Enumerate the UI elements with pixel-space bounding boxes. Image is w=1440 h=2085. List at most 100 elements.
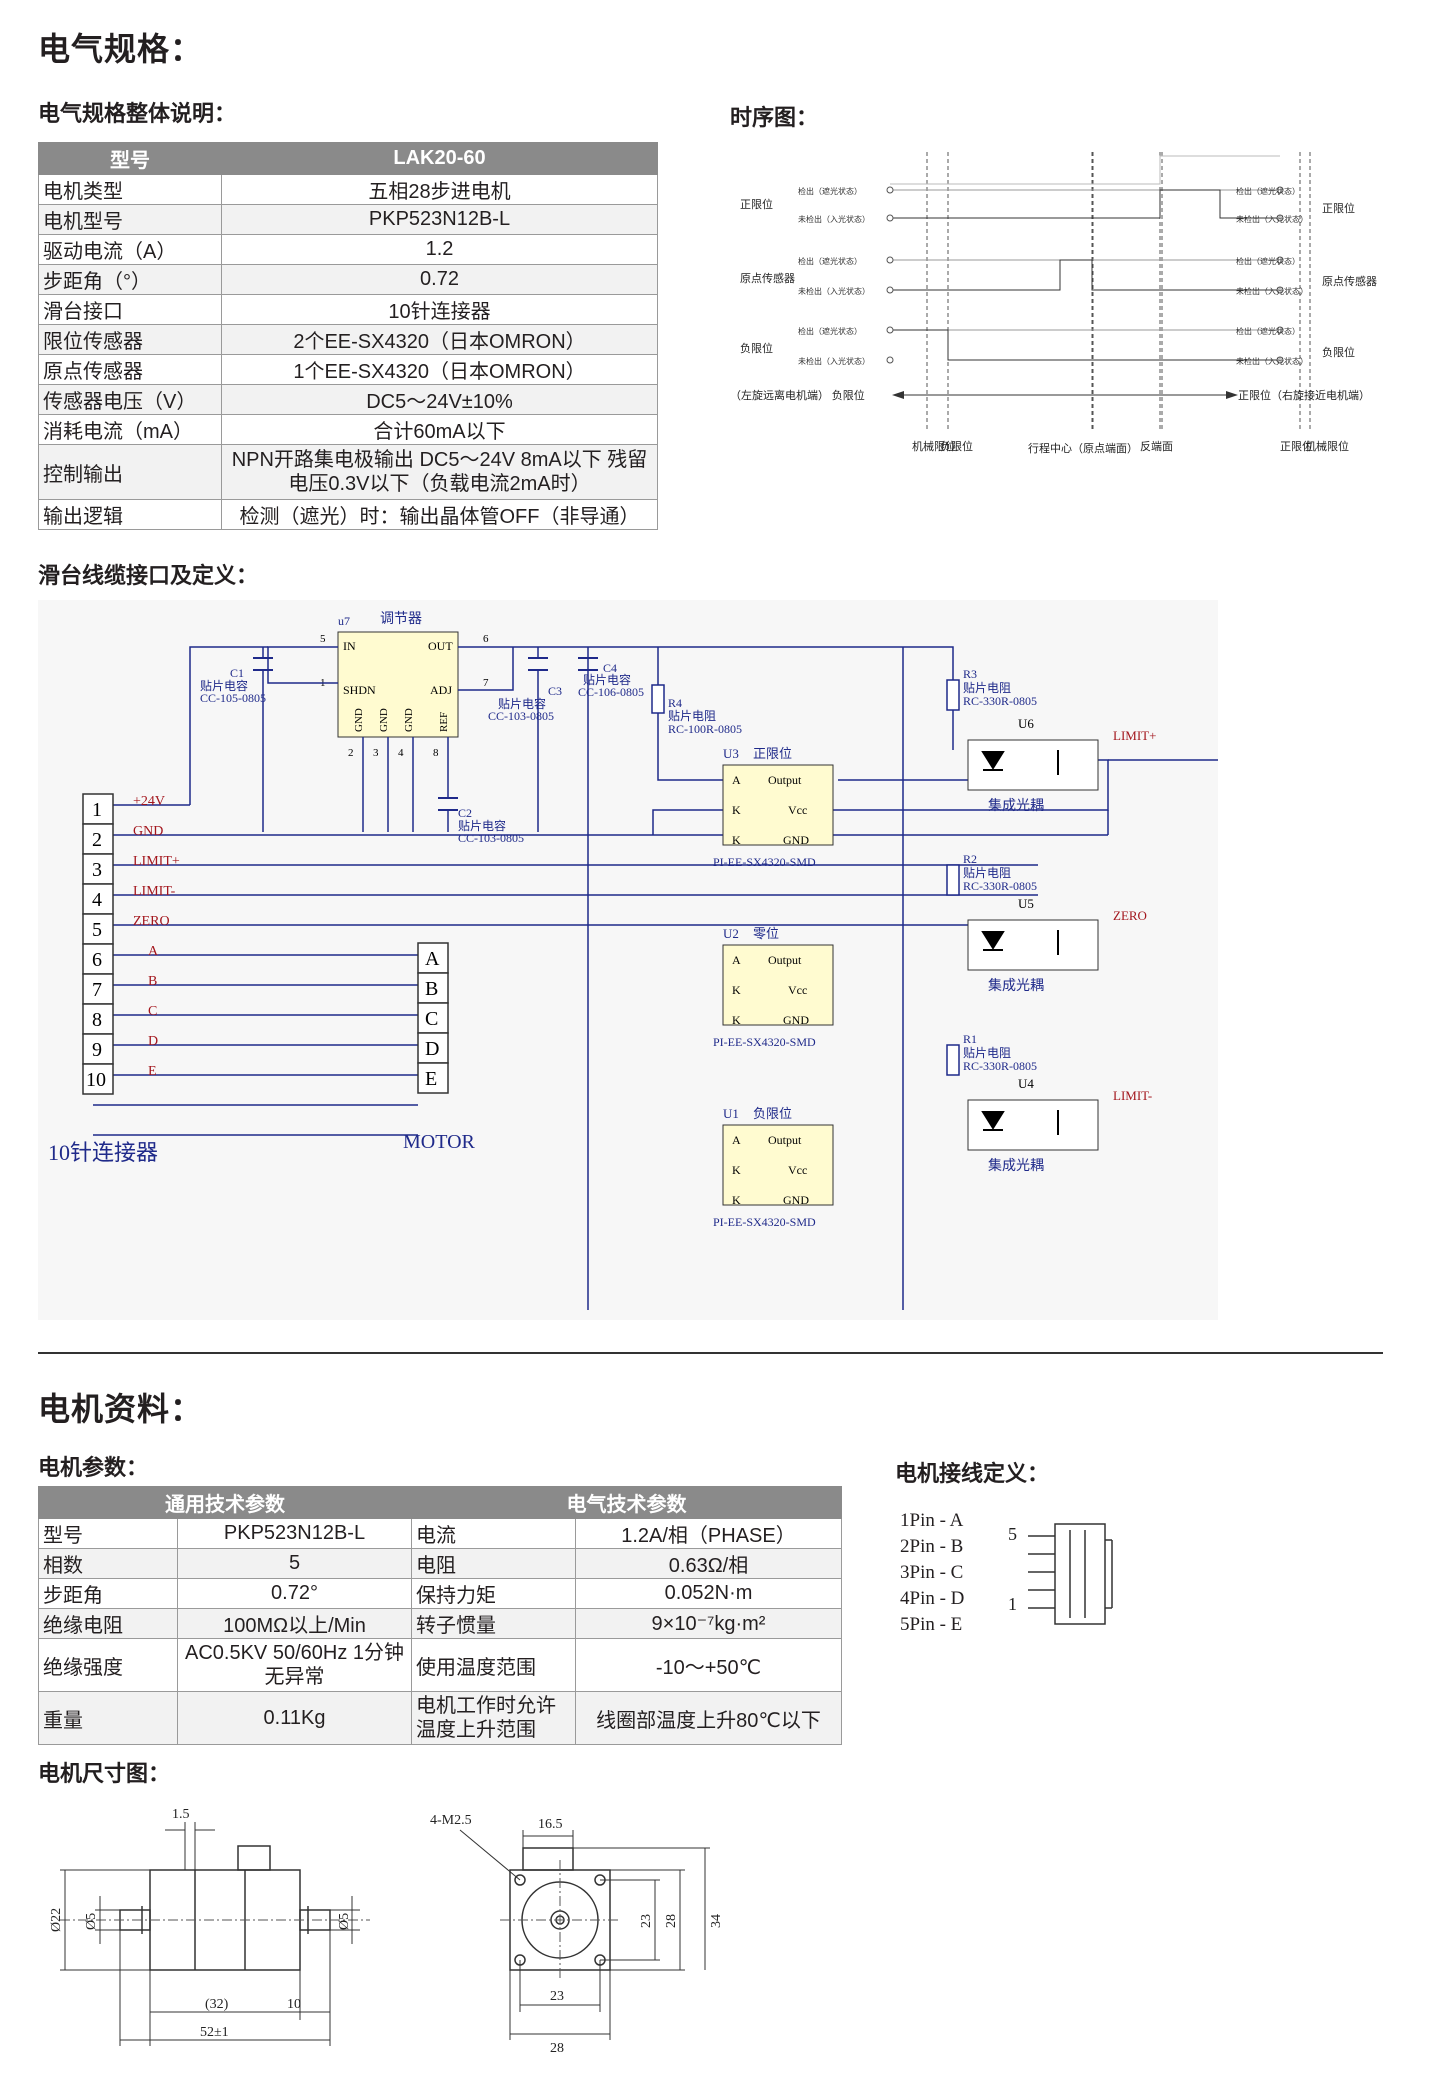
motor-group-electrical: 电气技术参数 bbox=[411, 1486, 842, 1519]
opto-ref: U4 bbox=[1018, 1076, 1034, 1091]
spec-label: 滑台接口 bbox=[38, 294, 222, 325]
dim-label: 34 bbox=[709, 1914, 724, 1928]
list-item: 4Pin - D bbox=[900, 1588, 965, 1609]
motor-value: 0.63Ω/相 bbox=[575, 1548, 842, 1579]
wiring-list: 1Pin - A 2Pin - B 3Pin - C 4Pin - D 5Pin… bbox=[900, 1508, 964, 1638]
motor-dims-heading: 电机尺寸图： bbox=[38, 1761, 171, 1786]
spec-value: 0.72 bbox=[221, 264, 658, 295]
sensor-chips bbox=[722, 764, 834, 1206]
spec-label: 输出逻辑 bbox=[38, 499, 222, 530]
electrical-title: 电气规格： bbox=[38, 31, 204, 67]
opto-name: 集成光耦 bbox=[988, 1157, 1044, 1174]
connector-signal: ZERO bbox=[133, 914, 170, 929]
section-divider bbox=[38, 1352, 1383, 1354]
r3-part: RC-330R-0805 bbox=[963, 694, 1037, 708]
c2-part: CC-103-0805 bbox=[458, 831, 524, 845]
motor-params-heading: 电机参数： bbox=[38, 1455, 149, 1480]
connector-10pin bbox=[82, 793, 114, 1095]
motor-value: 0.052N·m bbox=[575, 1578, 842, 1609]
dim-label: 16.5 bbox=[538, 1817, 563, 1832]
dim-label: Ø22 bbox=[49, 1908, 64, 1932]
pin-number: 7 bbox=[483, 677, 489, 689]
motor-label: 使用温度范围 bbox=[411, 1638, 576, 1692]
r3-ref: R3 bbox=[963, 667, 977, 681]
motor-label: 电流 bbox=[411, 1518, 576, 1549]
timing-state-detect: 检出（遮光状态） bbox=[798, 326, 862, 336]
motor-label: 重量 bbox=[38, 1691, 178, 1745]
motor-label: 转子惯量 bbox=[411, 1608, 576, 1639]
pin-number: 3 bbox=[373, 747, 379, 759]
motor-header-row: 通用技术参数 电气技术参数 bbox=[38, 1486, 842, 1519]
c1-part: CC-105-0805 bbox=[200, 691, 266, 705]
reg-pin-label: OUT bbox=[428, 639, 453, 653]
table-row: 电机类型五相28步进电机 bbox=[38, 174, 658, 205]
r1-desc: 贴片电阻 bbox=[963, 1046, 1011, 1060]
timing-bottom-label: 负限位 bbox=[940, 439, 973, 453]
motor-value: AC0.5KV 50/60Hz 1分钟无异常 bbox=[177, 1638, 412, 1692]
sensor-pin: GND bbox=[783, 1193, 809, 1207]
sensor-pin: Vcc bbox=[788, 803, 807, 817]
dim-label: (32) bbox=[205, 1997, 229, 2012]
spec-value: 10针连接器 bbox=[221, 294, 658, 325]
motor-pin: B bbox=[425, 978, 438, 1000]
motor-label: 电阻 bbox=[411, 1548, 576, 1579]
reg-pin-label: GND bbox=[403, 708, 415, 732]
c2-desc: 贴片电容 bbox=[458, 818, 506, 833]
list-item: 5Pin - E bbox=[900, 1614, 963, 1635]
motor-group-general: 通用技术参数 bbox=[38, 1486, 412, 1519]
opto-chips bbox=[967, 739, 1099, 1151]
spec-value: PKP523N12B-L bbox=[221, 204, 658, 235]
wiring-mark: 5 bbox=[1008, 1524, 1017, 1544]
timing-right-label: 负限位 bbox=[1322, 345, 1355, 359]
sensor-part: PI-EE-SX4320-SMD bbox=[713, 1035, 816, 1049]
reg-pin-label: GND bbox=[378, 708, 390, 732]
sensor-pin: Output bbox=[768, 773, 802, 787]
motor-value: 线圈部温度上升80℃以下 bbox=[575, 1691, 842, 1745]
c3-part: CC-103-0805 bbox=[488, 709, 554, 723]
sensor-pin: Vcc bbox=[788, 1163, 807, 1177]
u2-ref: U2 bbox=[723, 926, 739, 941]
motor-label: 步距角 bbox=[38, 1578, 178, 1609]
timing-state-none: 未检出（入光状态） bbox=[1236, 286, 1308, 296]
motor-pin: C bbox=[425, 1008, 438, 1030]
spec-value: 检测（遮光）时：输出晶体管OFF（非导通） bbox=[221, 499, 658, 530]
sensor-pin: Output bbox=[768, 1133, 802, 1147]
spec-label: 步距角（°） bbox=[38, 264, 222, 295]
connector-pin-number: 8 bbox=[92, 1009, 102, 1031]
dim-label: 23 bbox=[550, 1989, 564, 2004]
timing-bottom-label: 行程中心（原点端面） bbox=[1028, 442, 1138, 455]
connector-name: 10针连接器 bbox=[48, 1140, 158, 1165]
timing-left-label: 原点传感器 bbox=[740, 272, 795, 285]
opto-symbols bbox=[981, 750, 1059, 1135]
connector-pin-number: 5 bbox=[92, 919, 102, 941]
spec-label: 控制输出 bbox=[38, 444, 222, 500]
spec-value: 2个EE-SX4320（日本OMRON） bbox=[221, 324, 658, 355]
connector-pin-number: 7 bbox=[92, 979, 102, 1001]
r1-part: RC-330R-0805 bbox=[963, 1059, 1037, 1073]
u1-ref: U1 bbox=[723, 1106, 739, 1121]
c4-desc: 贴片电容 bbox=[583, 672, 631, 687]
timing-state-none: 未检出（入光状态） bbox=[1236, 356, 1308, 366]
motor-name: MOTOR bbox=[403, 1131, 476, 1153]
connector-pin-number: 9 bbox=[92, 1039, 102, 1061]
spec-value: 1.2 bbox=[221, 234, 658, 265]
motor-label: 保持力矩 bbox=[411, 1578, 576, 1609]
motor-connector-drawing: 5 1 bbox=[1008, 1523, 1113, 1625]
connector-signal: D bbox=[148, 1034, 158, 1049]
sensor-pin: K bbox=[732, 1193, 741, 1207]
spec-value: 五相28步进电机 bbox=[221, 174, 658, 205]
motor-value: PKP523N12B-L bbox=[177, 1518, 412, 1549]
motor-label: 绝缘电阻 bbox=[38, 1608, 178, 1639]
table-row: 步距角（°）0.72 bbox=[38, 264, 658, 295]
spec-label: 消耗电流（mA） bbox=[38, 414, 222, 445]
motor-value: 0.72° bbox=[177, 1578, 412, 1609]
pin-number: 2 bbox=[348, 747, 354, 759]
r4-ref: R4 bbox=[668, 696, 682, 710]
motor-value: 100MΩ以上/Min bbox=[177, 1608, 412, 1639]
r2-desc: 贴片电阻 bbox=[963, 866, 1011, 880]
timing-state-detect: 检出（遮光状态） bbox=[798, 186, 862, 196]
